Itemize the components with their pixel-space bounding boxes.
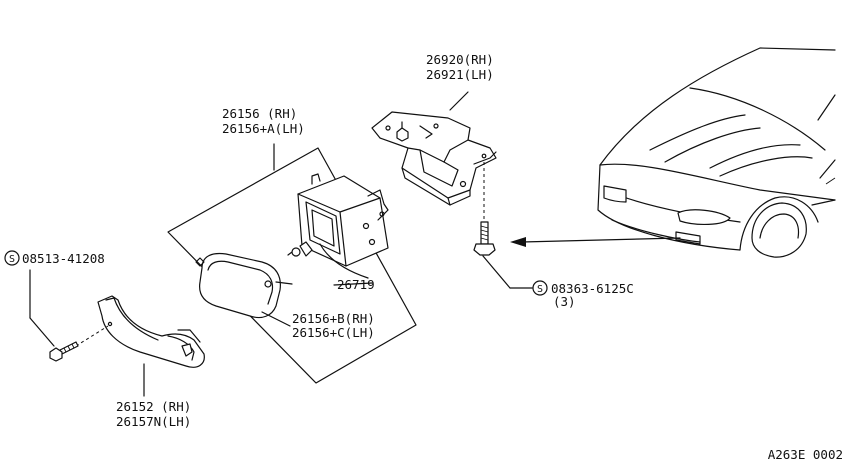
- screw-left-symbol: S: [9, 254, 15, 265]
- label-bracket-rh: 26920(RH): [426, 52, 494, 67]
- label-lens-rh: 26156+B(RH): [292, 311, 375, 326]
- mounting-bracket: [371, 111, 497, 206]
- location-arrow: [510, 237, 681, 247]
- screw-right-symbol: S: [537, 284, 543, 295]
- label-cover-rh: 26152 (RH): [116, 399, 191, 414]
- label-lamp-assy-lh: 26156+A(LH): [222, 121, 305, 136]
- screw-left-leader-line-2: [29, 317, 55, 347]
- screw-left: [49, 325, 109, 362]
- label-lens-lh: 26156+C(LH): [292, 325, 375, 340]
- car-front-illustration: [597, 47, 836, 258]
- lamp-housing: [297, 173, 389, 267]
- label-lamp-assy-rh: 26156 (RH): [222, 106, 297, 121]
- lamp-lens: [195, 252, 293, 319]
- bulb-with-wire: [287, 241, 369, 279]
- label-cover-lh: 26157N(LH): [116, 414, 191, 429]
- bolt-right-leader-line: [482, 255, 511, 289]
- drawing-code: A263E 0002: [768, 447, 843, 462]
- bolt-right: [473, 162, 496, 256]
- bulb-leader-line: [333, 282, 373, 286]
- screw-right-symbol-circle: [532, 280, 548, 296]
- lens-leader-line: [261, 311, 291, 327]
- screw-left-symbol-circle: [4, 250, 20, 266]
- fog-lamp-assembly-box: [167, 147, 417, 384]
- bracket-leader-line: [449, 91, 469, 111]
- lamp-cover-bezel: [97, 295, 205, 368]
- label-screw-right: 08363-6125C: [551, 281, 634, 296]
- label-bulb: 26719: [337, 277, 375, 292]
- label-screw-left: 08513-41208: [22, 251, 105, 266]
- label-bracket-lh: 26921(LH): [426, 67, 494, 82]
- label-screw-right-qty: (3): [553, 294, 576, 309]
